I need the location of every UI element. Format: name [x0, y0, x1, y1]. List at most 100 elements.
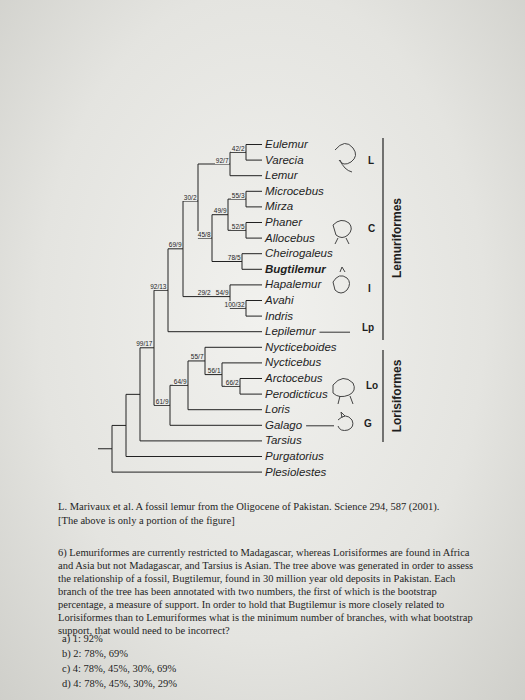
answer-option: a) 1: 92%	[62, 632, 103, 645]
taxon-label: Hapalemur	[265, 276, 321, 292]
tree-branch	[170, 385, 171, 425]
clade-code: Lo	[366, 380, 378, 391]
tree-branch	[112, 472, 262, 473]
clade-code: L	[368, 155, 374, 166]
taxon-label: Eulemur	[265, 136, 308, 152]
lemur-sketch	[335, 143, 356, 172]
taxon-label: Nycticeboides	[265, 339, 337, 355]
tree-branch	[246, 144, 262, 145]
taxon-label: Microcebus	[265, 183, 324, 199]
taxon-label: Cheirogaleus	[265, 245, 333, 261]
clade-code: I	[368, 283, 371, 294]
tree-branch	[98, 448, 112, 449]
taxon-label: Indris	[265, 308, 293, 324]
tree-branch	[240, 379, 241, 395]
tree-branch	[246, 191, 262, 192]
tree-branch	[154, 290, 155, 405]
tree-branch	[198, 238, 212, 239]
tree-branch	[183, 201, 198, 202]
taxon-label: Avahi	[265, 292, 294, 308]
tree-branch	[240, 394, 262, 395]
clade-code: Lp	[362, 322, 374, 333]
tree-branch	[170, 385, 188, 386]
loris-sketch	[333, 378, 354, 404]
tree-branch	[230, 152, 231, 175]
tree-branch	[205, 374, 222, 375]
tree-branch	[126, 456, 262, 457]
indriid-sketch	[333, 267, 350, 293]
tree-branch	[168, 248, 183, 249]
tree-branch	[230, 308, 246, 309]
taxon-label: Galago	[265, 417, 302, 433]
tree-branch	[246, 301, 247, 317]
bootstrap-value: 52/5	[231, 223, 245, 230]
tree-branch	[230, 175, 262, 176]
tree-branch	[212, 261, 242, 262]
tree-branch	[112, 425, 126, 426]
bootstrap-value: 30/2	[183, 194, 197, 201]
tree-branch	[168, 331, 262, 332]
bootstrap-value: 56/1	[207, 367, 221, 374]
bootstrap-value: 100/32	[224, 301, 245, 308]
tree-branch	[246, 316, 262, 317]
bootstrap-value: 29/2	[197, 289, 211, 296]
tree-branch	[246, 145, 247, 161]
bootstrap-value: 64/9	[173, 378, 187, 385]
bootstrap-value: 92/7	[215, 157, 229, 164]
bootstrap-value: 42/2	[231, 145, 245, 152]
tree-branch	[188, 361, 189, 410]
group-label: Lemuriformes	[390, 198, 404, 278]
tree-branch	[230, 284, 262, 285]
taxon-label: Lepilemur	[265, 323, 316, 339]
taxon-label: Loris	[265, 401, 290, 417]
tree-branch	[168, 249, 169, 332]
taxon-label: Bugtilemur	[265, 261, 326, 277]
caption: L. Marivaux et al. A fossil lemur from t…	[58, 500, 439, 513]
taxon-label: Mirza	[265, 198, 293, 214]
taxon-label: Nycticebus	[265, 354, 321, 370]
tree-branch	[212, 296, 230, 297]
tree-branch	[183, 201, 184, 297]
tree-branch	[242, 269, 262, 270]
tree-branch	[246, 300, 262, 301]
tree-branch	[198, 164, 199, 238]
clade-code: C	[368, 223, 375, 234]
tree-branch	[246, 206, 262, 207]
bootstrap-value: 61/9	[155, 398, 169, 405]
leader-line	[306, 425, 334, 426]
answer-option: c) 4: 78%, 45%, 30%, 69%	[62, 662, 176, 675]
tree-branch	[205, 347, 206, 374]
mouse-lemur-sketch	[333, 220, 351, 244]
tree-branch	[228, 199, 246, 200]
taxon-label: Plesiolestes	[265, 464, 326, 480]
tree-branch	[246, 160, 262, 161]
tree-branch	[222, 363, 223, 386]
taxon-label: Phaner	[265, 214, 302, 230]
group-bar	[382, 138, 383, 340]
tree-branch	[246, 223, 247, 239]
bootstrap-value: 78/5	[227, 254, 241, 261]
tree-branch	[170, 425, 262, 426]
tree-branch	[242, 254, 243, 270]
tree-branch	[228, 230, 246, 231]
tree-branch	[212, 215, 213, 262]
taxon-label: Tarsius	[265, 432, 302, 448]
bootstrap-value: 55/7	[190, 353, 204, 360]
question-text: 6) Lemuriformes are currently restricted…	[58, 546, 486, 637]
tree-branch	[154, 290, 168, 291]
tree-branch	[188, 360, 205, 361]
taxon-label: Perodicticus	[265, 386, 328, 402]
tree-branch	[126, 394, 140, 395]
tree-branch	[222, 386, 240, 387]
taxon-label: Lemur	[265, 167, 298, 183]
group-label: Lorisiformes	[390, 360, 404, 433]
group-bar	[382, 350, 383, 442]
tree-branch	[240, 378, 262, 379]
answer-option: b) 2: 78%, 69%	[62, 647, 128, 660]
clade-code: G	[364, 418, 372, 429]
tree-branch	[246, 238, 262, 239]
galago-sketch	[338, 412, 353, 431]
bootstrap-value: 66/2	[225, 379, 239, 386]
bootstrap-value: 54/9	[215, 289, 229, 296]
taxon-label: Varecia	[265, 152, 304, 168]
